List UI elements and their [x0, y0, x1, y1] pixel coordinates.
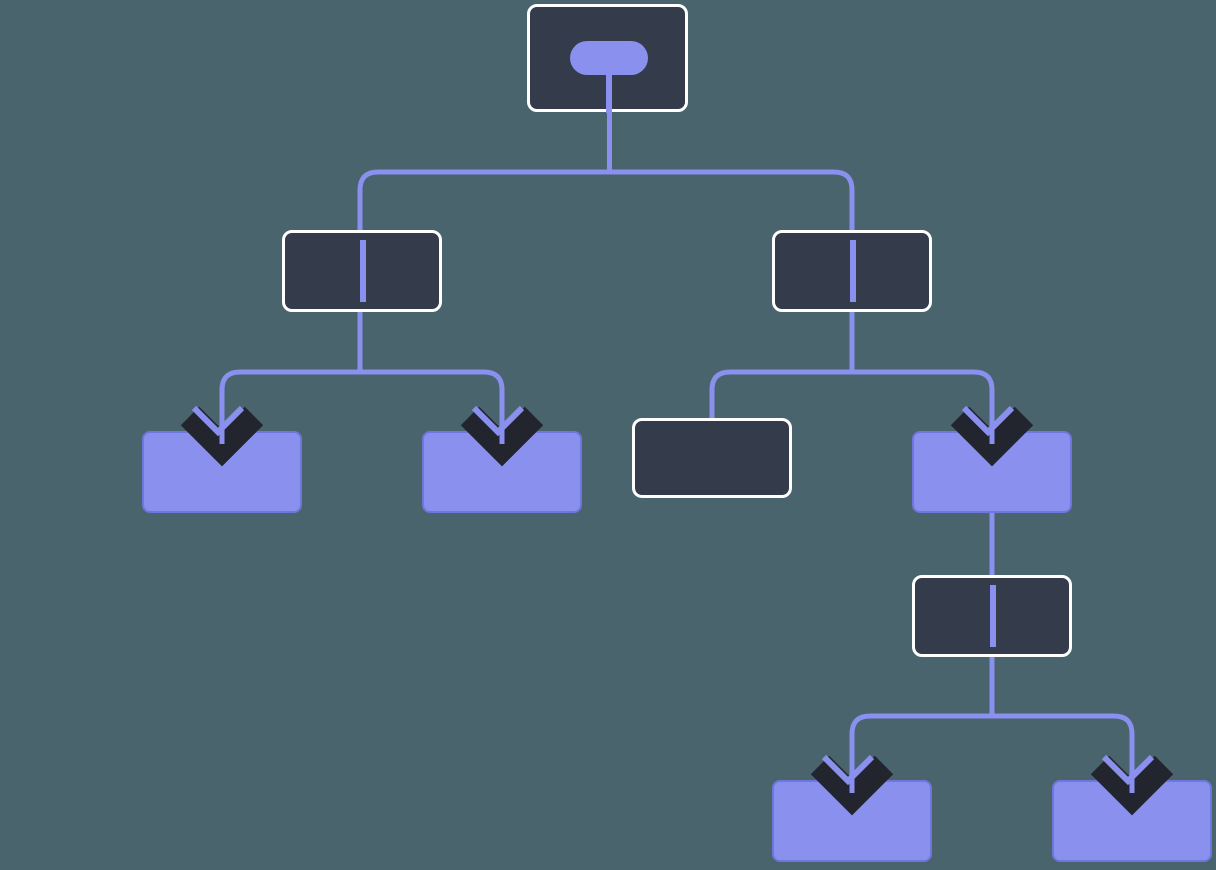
node-mid-right[interactable] — [772, 230, 932, 312]
node-leaf-d[interactable] — [912, 431, 1072, 513]
node-c[interactable] — [632, 418, 792, 498]
node-mid-left[interactable] — [282, 230, 442, 312]
node-leaf-b[interactable] — [422, 431, 582, 513]
node-leaf-a[interactable] — [142, 431, 302, 513]
mid-right-bar-glyph — [850, 240, 856, 302]
node-root[interactable] — [527, 4, 688, 113]
mid-left-bar-glyph — [360, 240, 366, 302]
node-e[interactable] — [912, 575, 1072, 657]
node-leaf-g[interactable] — [1052, 780, 1212, 862]
root-stem-glyph — [606, 69, 612, 113]
node-leaf-f[interactable] — [772, 780, 932, 862]
node-e-bar-glyph — [990, 585, 996, 647]
